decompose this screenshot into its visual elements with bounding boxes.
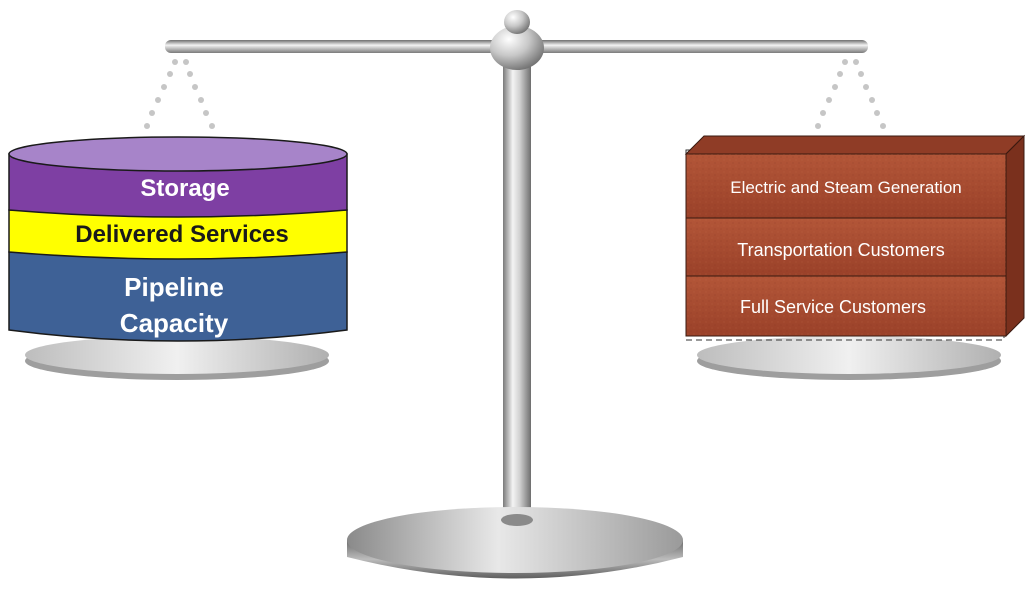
left-chain (144, 59, 215, 129)
brick-electric-steam: Electric and Steam Generation (685, 153, 1007, 219)
brick-full-service-label: Full Service Customers (740, 297, 926, 317)
left-pan (25, 336, 329, 380)
storage-label: Storage (140, 175, 229, 202)
pipeline-label-line1: Pipeline (124, 272, 224, 302)
brick-electric-steam-label: Electric and Steam Generation (730, 178, 962, 197)
brick-side-face (1005, 134, 1025, 338)
delivered-services-label: Delivered Services (75, 221, 288, 248)
brick-transportation: Transportation Customers (685, 217, 1007, 277)
demand-bricks: Electric and Steam Generation Transporta… (684, 134, 1025, 341)
scale-post (503, 40, 531, 520)
right-pan (697, 336, 1001, 380)
brick-full-service: Full Service Customers (685, 275, 1007, 337)
scale-base (347, 507, 683, 579)
delivered-services-layer (8, 209, 348, 260)
supply-cylinder: Storage Delivered Services Pipeline Capa… (8, 136, 348, 342)
brick-transportation-label: Transportation Customers (737, 240, 944, 260)
scale-top-knob (490, 10, 544, 70)
storage-layer (8, 153, 348, 218)
pipeline-capacity-layer (8, 251, 348, 342)
brick-top-face (684, 135, 1025, 155)
right-chain (815, 59, 886, 129)
cylinder-top (8, 136, 348, 172)
pipeline-label-line2: Capacity (120, 308, 229, 338)
